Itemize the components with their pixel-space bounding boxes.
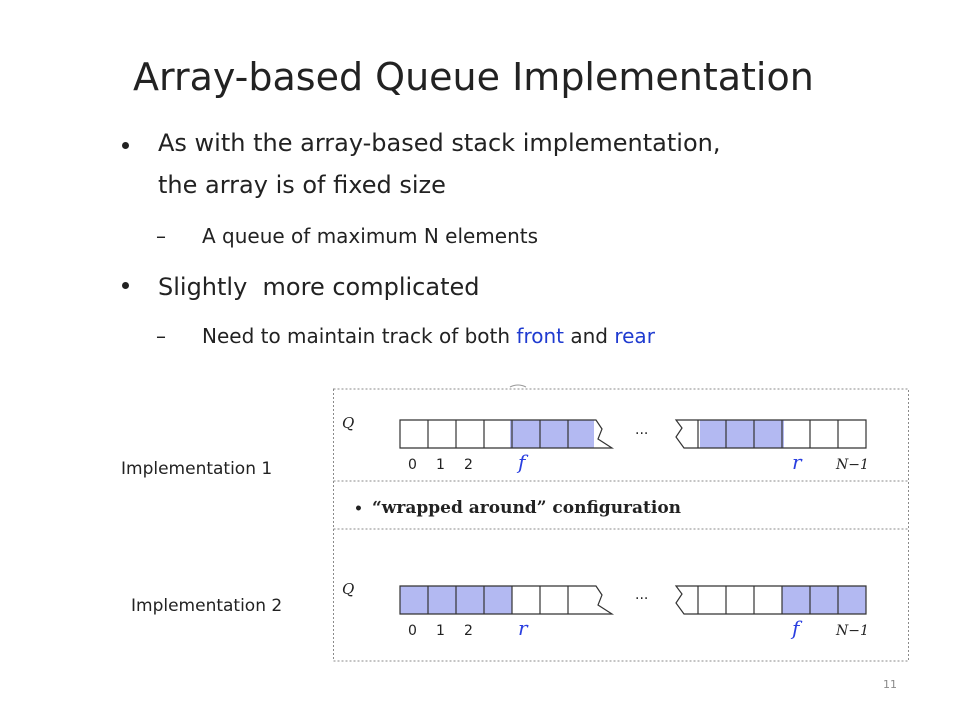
figure-frame bbox=[333, 388, 909, 662]
slide-number: 11 bbox=[883, 678, 897, 691]
sub-bullet-2-mid: and bbox=[564, 324, 615, 348]
index-0: 0 bbox=[408, 457, 417, 473]
bullet-dot bbox=[122, 282, 129, 289]
array-row-1: Q ... 0 1 2 f r N−1 bbox=[342, 414, 869, 474]
index-last: N−1 bbox=[835, 457, 869, 473]
caption-bullet: • bbox=[354, 501, 363, 517]
array-row-2: Q ... 0 1 2 r f N−1 bbox=[342, 580, 869, 640]
array-right-block bbox=[674, 585, 867, 615]
implementation-1-label: Implementation 1 bbox=[121, 459, 273, 479]
sub-bullet-2-prefix: Need to maintain track of both bbox=[202, 324, 517, 348]
array-left-block bbox=[399, 585, 615, 615]
sub-bullet-2: Need to maintain track of both front and… bbox=[202, 320, 655, 352]
caption-text: “wrapped around” configuration bbox=[372, 498, 681, 518]
bullet-1-line-2: the array is of fixed size bbox=[158, 171, 446, 199]
rear-marker: r bbox=[518, 616, 529, 640]
frame-glyph-fragment bbox=[509, 384, 527, 388]
sub-bullet-dash: – bbox=[156, 224, 166, 248]
sub-bullet-1: A queue of maximum N elements bbox=[202, 224, 539, 248]
occupied-cells-right bbox=[700, 420, 784, 448]
array-name-label: Q bbox=[342, 580, 354, 598]
keyword-front: front bbox=[516, 324, 564, 348]
occupied-cells-right bbox=[782, 586, 866, 614]
index-2: 2 bbox=[464, 457, 473, 473]
occupied-cells-left bbox=[510, 420, 594, 448]
index-0: 0 bbox=[408, 623, 417, 639]
array-name-label: Q bbox=[342, 414, 354, 432]
rear-marker: r bbox=[792, 450, 803, 474]
bullet-1-line-1: As with the array-based stack implementa… bbox=[158, 129, 721, 157]
ellipsis: ... bbox=[635, 587, 648, 603]
index-2: 2 bbox=[464, 623, 473, 639]
index-last: N−1 bbox=[835, 623, 869, 639]
front-marker: f bbox=[516, 450, 529, 474]
ellipsis: ... bbox=[635, 422, 648, 438]
array-left-block bbox=[399, 419, 615, 449]
keyword-rear: rear bbox=[614, 324, 655, 348]
index-1: 1 bbox=[436, 623, 445, 639]
bullet-dot bbox=[122, 142, 129, 149]
array-right-block bbox=[674, 419, 867, 449]
queue-array-figure: Q ... 0 1 2 f r N−1 • “wrapped around” c… bbox=[333, 384, 909, 662]
implementation-2-label: Implementation 2 bbox=[131, 596, 283, 616]
front-marker: f bbox=[790, 616, 803, 640]
wrapped-caption: • “wrapped around” configuration bbox=[354, 498, 681, 518]
bullet-2: Slightly more complicated bbox=[158, 273, 480, 301]
slide-title: Array-based Queue Implementation bbox=[133, 55, 814, 99]
index-1: 1 bbox=[436, 457, 445, 473]
sub-bullet-dash: – bbox=[156, 324, 166, 348]
